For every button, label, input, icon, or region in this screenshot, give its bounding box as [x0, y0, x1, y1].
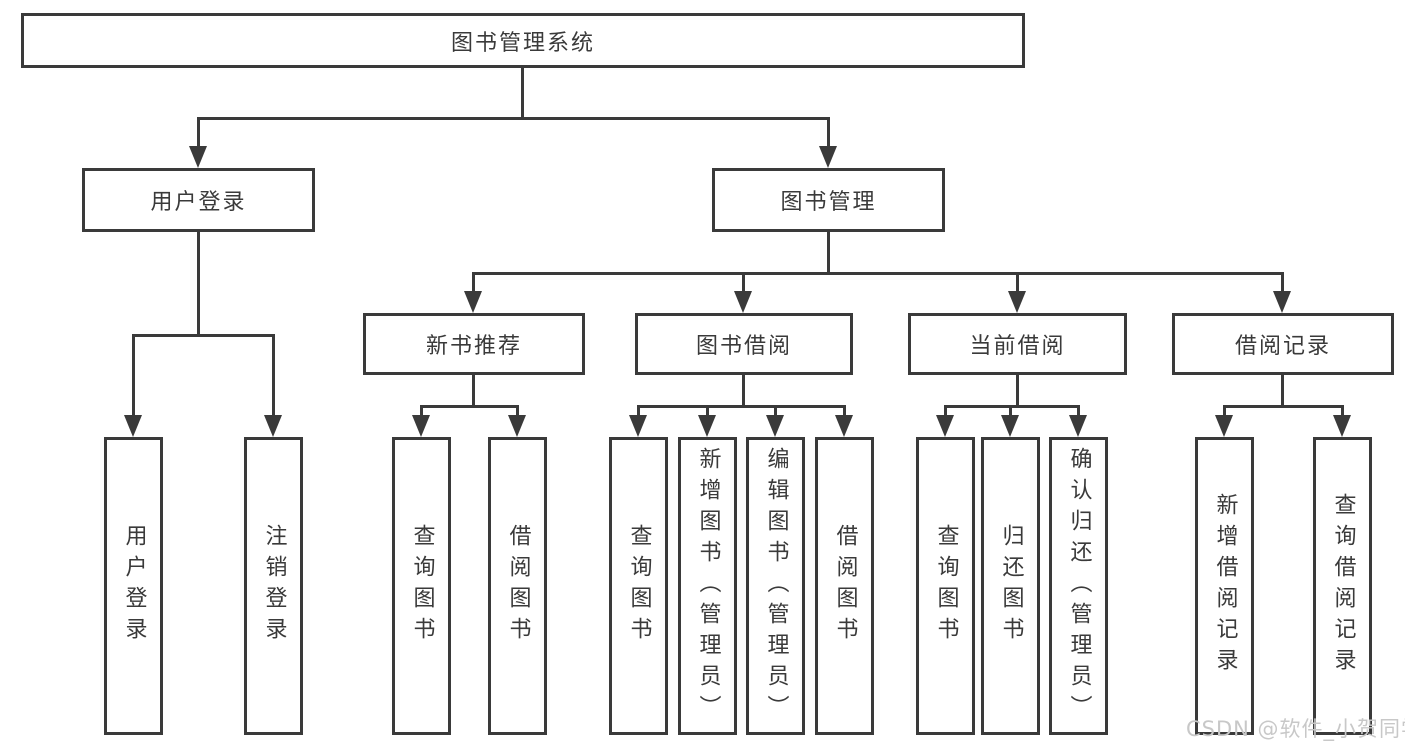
leaf-label: 注销登录 [261, 524, 287, 648]
connector-line [521, 68, 524, 120]
connector-line [472, 272, 475, 294]
leaf-add-borrow-record: 新增借阅记录 [1195, 437, 1254, 735]
connector-line [1281, 375, 1284, 408]
leaf-label: 确认归还（管理员） [1066, 446, 1092, 726]
connector-line [637, 405, 640, 418]
arrowhead-down-icon [936, 415, 954, 437]
arrowhead-down-icon [412, 415, 430, 437]
leaf-logout: 注销登录 [244, 437, 303, 735]
leaf-user-login: 用户登录 [104, 437, 163, 735]
connector-line [1016, 375, 1019, 408]
connector-line [1009, 405, 1012, 418]
arrowhead-down-icon [124, 415, 142, 437]
connector-line [472, 272, 1284, 275]
leaf-label: 借阅图书 [505, 524, 531, 648]
leaf-query-book-current: 查询图书 [916, 437, 975, 735]
leaf-borrow-book: 借阅图书 [815, 437, 874, 735]
arrowhead-down-icon [1333, 415, 1351, 437]
connector-line [1016, 272, 1019, 294]
csdn-watermark: CSDN @软件_小贺同学 [1186, 717, 1405, 741]
leaf-add-book-admin: 新增图书（管理员） [678, 437, 737, 735]
connector-line [827, 232, 830, 275]
leaf-label: 编辑图书（管理员） [763, 446, 789, 726]
connector-line [1223, 405, 1226, 418]
leaf-label: 归还图书 [998, 524, 1024, 648]
connector-line [1223, 405, 1344, 408]
connector-line [197, 117, 200, 149]
connector-line [637, 405, 846, 408]
connector-line [197, 232, 200, 337]
connector-line [706, 405, 709, 418]
connector-line [420, 405, 519, 408]
arrowhead-down-icon [766, 415, 784, 437]
leaf-label: 查询图书 [626, 524, 652, 648]
node-book-borrow: 图书借阅 [635, 313, 853, 375]
arrowhead-down-icon [464, 291, 482, 313]
arrowhead-down-icon [734, 291, 752, 313]
arrowhead-down-icon [264, 415, 282, 437]
arrowhead-down-icon [698, 415, 716, 437]
leaf-label: 查询借阅记录 [1330, 493, 1356, 679]
arrowhead-down-icon [189, 146, 207, 168]
node-root: 图书管理系统 [21, 13, 1025, 68]
arrowhead-down-icon [1008, 291, 1026, 313]
arrowhead-down-icon [1069, 415, 1087, 437]
node-user-login: 用户登录 [82, 168, 315, 232]
connector-line [1077, 405, 1080, 418]
connector-line [827, 117, 830, 149]
leaf-label: 新增图书（管理员） [695, 446, 721, 726]
leaf-confirm-return-admin: 确认归还（管理员） [1049, 437, 1108, 735]
leaf-edit-book-admin: 编辑图书（管理员） [746, 437, 805, 735]
connector-line [132, 334, 275, 337]
connector-line [1341, 405, 1344, 418]
leaf-return-book: 归还图书 [981, 437, 1040, 735]
leaf-label: 用户登录 [121, 524, 147, 648]
connector-line [197, 117, 830, 120]
connector-line [472, 375, 475, 408]
arrowhead-down-icon [819, 146, 837, 168]
leaf-label: 新增借阅记录 [1212, 493, 1238, 679]
leaf-label: 查询图书 [933, 524, 959, 648]
arrowhead-down-icon [629, 415, 647, 437]
node-new-book-recommend: 新书推荐 [363, 313, 585, 375]
arrowhead-down-icon [1273, 291, 1291, 313]
connector-line [132, 334, 135, 418]
connector-line [516, 405, 519, 418]
connector-line [742, 375, 745, 408]
node-current-borrow: 当前借阅 [908, 313, 1127, 375]
node-book-management: 图书管理 [712, 168, 945, 232]
connector-line [843, 405, 846, 418]
leaf-query-book-recommend: 查询图书 [392, 437, 451, 735]
arrowhead-down-icon [508, 415, 526, 437]
connector-line [1281, 272, 1284, 294]
connector-line [944, 405, 947, 418]
arrowhead-down-icon [1001, 415, 1019, 437]
connector-line [420, 405, 423, 418]
node-borrow-record: 借阅记录 [1172, 313, 1394, 375]
leaf-query-borrow-record: 查询借阅记录 [1313, 437, 1372, 735]
connector-line [774, 405, 777, 418]
arrowhead-down-icon [835, 415, 853, 437]
connector-line [742, 272, 745, 294]
leaf-label: 借阅图书 [832, 524, 858, 648]
connector-line [272, 334, 275, 418]
leaf-borrow-book-recommend: 借阅图书 [488, 437, 547, 735]
leaf-query-book-borrow: 查询图书 [609, 437, 668, 735]
connector-line [944, 405, 1080, 408]
leaf-label: 查询图书 [409, 524, 435, 648]
arrowhead-down-icon [1215, 415, 1233, 437]
